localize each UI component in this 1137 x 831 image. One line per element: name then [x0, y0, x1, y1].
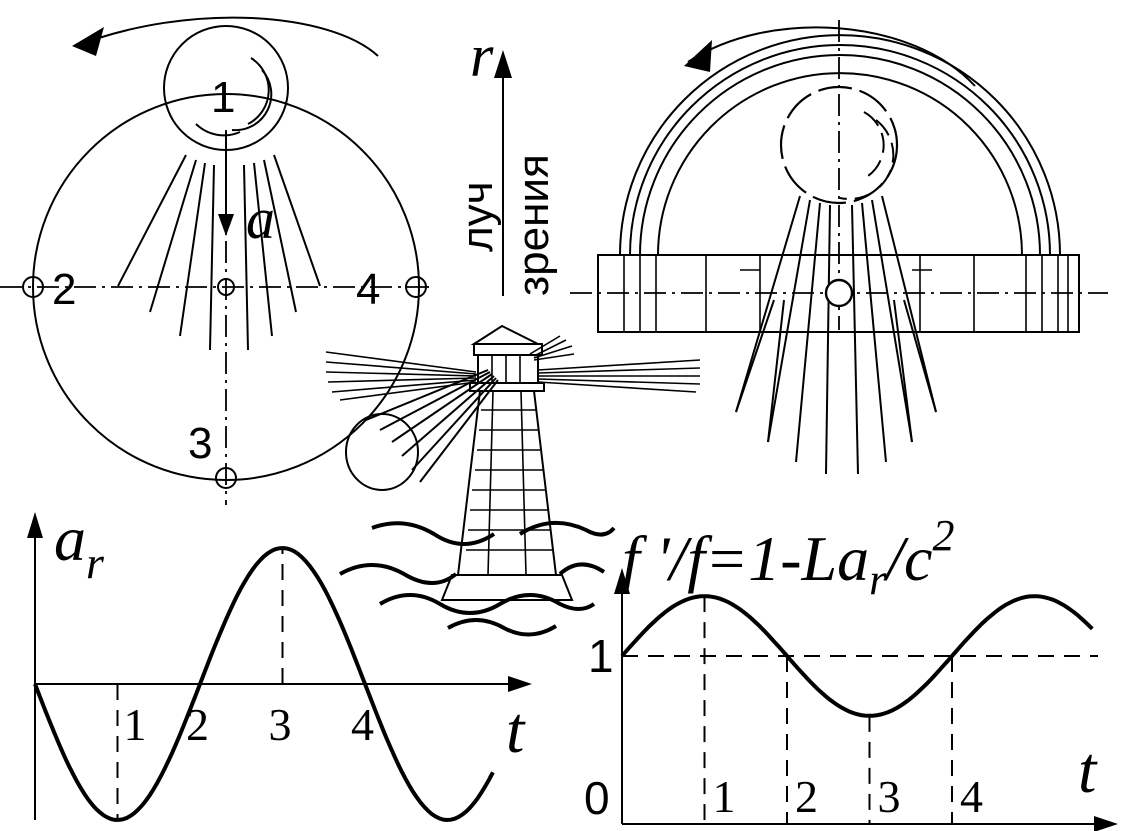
graph-right-xlabel: t: [1078, 734, 1098, 807]
frequency-ratio-graph: t 0 1 1 2 3 4: [584, 568, 1118, 831]
center-marker-right: [824, 278, 854, 308]
star-shading-arc: [839, 119, 895, 200]
tick-label: 4: [351, 699, 374, 750]
sight-axis-label: r: [470, 23, 494, 89]
star-rays-right: [735, 195, 937, 475]
lantern-room: [477, 354, 539, 384]
graph-left-x-arrowhead: [508, 676, 532, 692]
lighthouse: [325, 324, 701, 637]
acceleration-label: a: [246, 186, 275, 251]
rotation-arrow: [75, 16, 379, 57]
doppler-formula: f '/f=1-Lar/c2: [622, 511, 954, 604]
rotation-arrowhead-right: [684, 40, 712, 72]
lantern-gallery: [473, 343, 543, 356]
ray-label-line2: зрения: [509, 154, 558, 296]
rotation-arrowhead: [72, 27, 104, 56]
graph-right-origin-label: 0: [584, 772, 610, 824]
graph-left-xlabel: t: [506, 694, 526, 767]
star-shading-arc: [231, 69, 273, 132]
series-line-f-ratio: [620, 594, 1094, 718]
star-shading-arc: [863, 111, 885, 177]
orbit-arc: [639, 54, 1041, 256]
acceleration-arrowhead: [218, 214, 234, 236]
graph-right-level-label: 1: [588, 630, 614, 682]
formula-main: f '/f=1-La: [622, 523, 869, 594]
center-marker: [217, 278, 235, 296]
graph-right-x-arrowhead: [1094, 816, 1118, 831]
ray-overlap: [903, 299, 937, 413]
light-beams: [325, 335, 701, 401]
lighthouse-base: [440, 574, 574, 601]
position-marker-4: [405, 276, 427, 298]
tick-label: 1: [713, 771, 736, 822]
ray-overlap: [735, 299, 775, 413]
orbit-diagram-right: [570, 20, 1108, 475]
orbit-diagram-left: a 1 2 3 4: [0, 16, 430, 505]
lighthouse-roof: [470, 324, 539, 345]
sea-waves: [339, 520, 616, 637]
orbit-arc: [619, 34, 1061, 256]
beam-disc: [345, 413, 419, 491]
tick-label: 2: [795, 771, 818, 822]
formula-superscript: 2: [932, 511, 954, 560]
orbit-arc: [629, 44, 1051, 256]
ray-overlap: [893, 299, 913, 443]
position-label-2: 2: [52, 265, 76, 314]
tick-label: 4: [960, 771, 983, 822]
tick-label: 1: [124, 699, 147, 750]
graph-right-marks: 1 2 3 4: [620, 594, 1098, 824]
tick-label: 3: [878, 771, 901, 822]
lighthouse-tower: [456, 390, 558, 576]
tick-label: 3: [269, 699, 292, 750]
star-shading-arc: [247, 57, 270, 125]
formula-subscript: r: [869, 555, 887, 604]
graph-right-y-arrowhead: [614, 568, 630, 594]
orbit-arc: [657, 72, 1023, 256]
graph-left-ylabel: ar: [54, 503, 105, 588]
position-label-4: 4: [356, 265, 380, 314]
star-rays: [117, 154, 321, 351]
position-label-1: 1: [211, 73, 235, 122]
formula-tail: /c: [883, 523, 932, 594]
ray-overlap: [767, 299, 785, 443]
series-line-a-r: [33, 545, 495, 823]
line-of-sight-axis: r луч зрения: [453, 23, 558, 296]
sight-axis-arrowhead: [494, 50, 512, 78]
graph-left-y-arrowhead: [27, 512, 43, 538]
position-marker-3: [215, 467, 237, 489]
tick-label: 2: [186, 699, 209, 750]
position-label-3: 3: [188, 419, 212, 468]
ray-label-line1: луч: [453, 181, 502, 252]
position-marker-2: [22, 276, 44, 298]
star-shading-arc: [195, 123, 241, 137]
tower-bands: [466, 390, 552, 576]
